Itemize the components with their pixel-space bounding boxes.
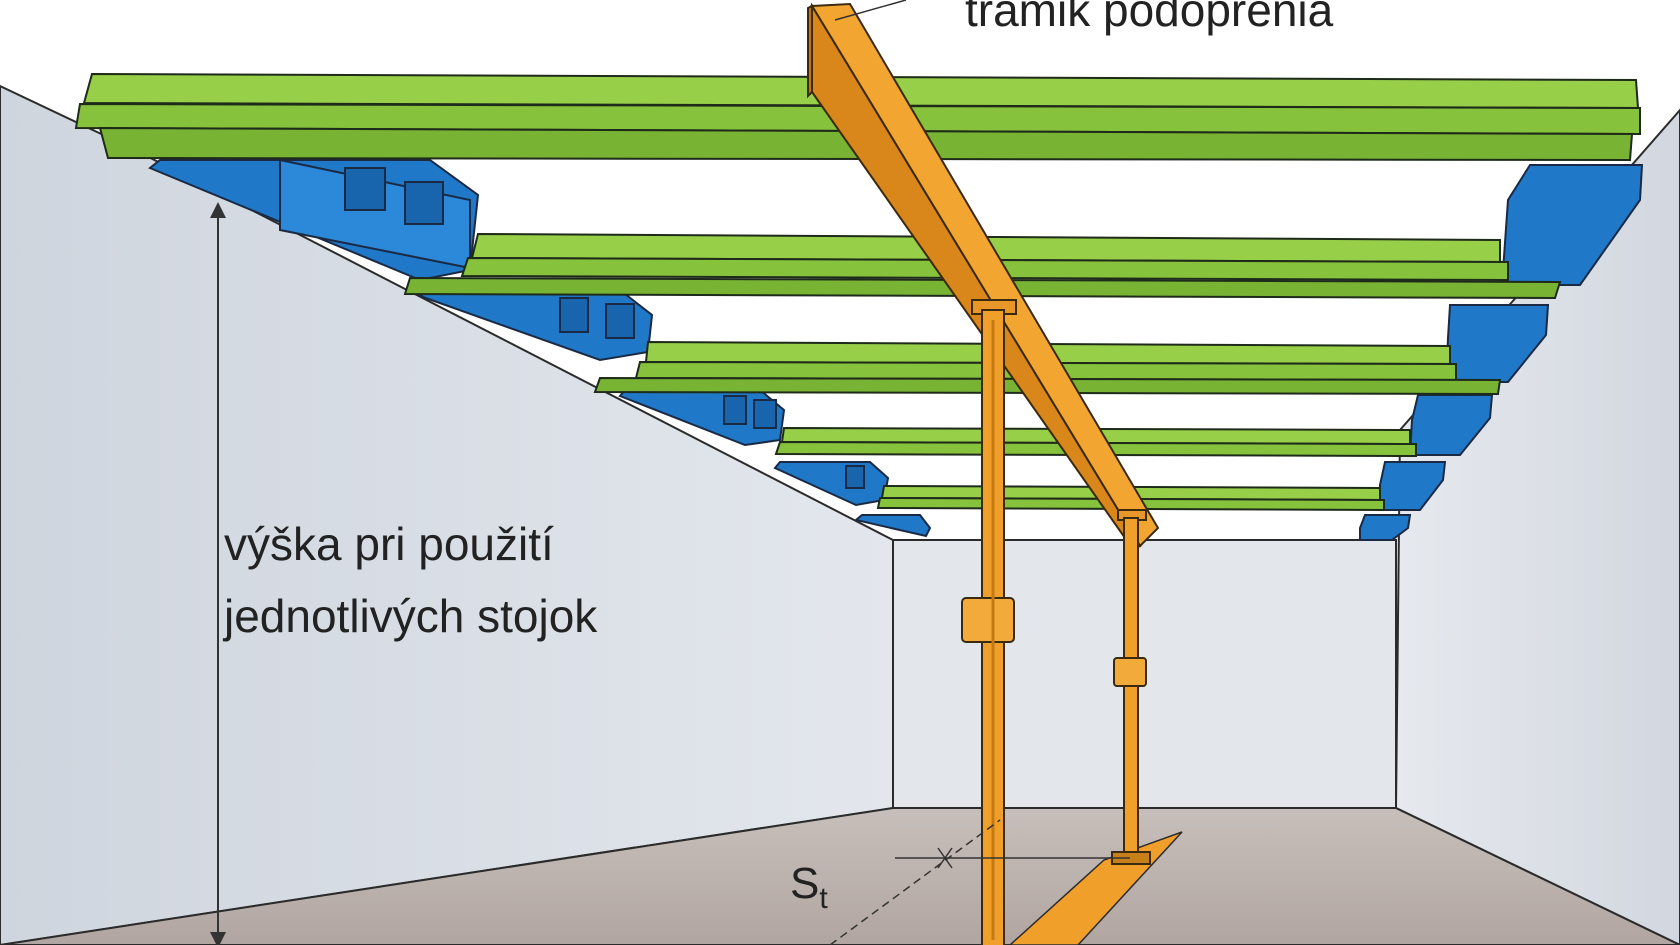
height-label-line2: jednotlivých stojok: [222, 590, 598, 642]
floor: [0, 807, 1680, 945]
height-label-line1: výška pri použití: [224, 518, 554, 570]
spacing-dimension: [829, 819, 1130, 945]
support-beam-leader: [834, 0, 907, 21]
spacing-label-sub: t: [819, 882, 828, 915]
blue-beams-left: [148, 158, 932, 538]
prop-front: [961, 299, 1017, 945]
spacing-label-main: S: [790, 859, 819, 908]
prop-back: [1111, 509, 1151, 865]
support-beam-label: trámik podoprenia: [965, 0, 1334, 36]
blue-beams-right: [1359, 164, 1644, 541]
spacing-label: St: [790, 859, 828, 915]
